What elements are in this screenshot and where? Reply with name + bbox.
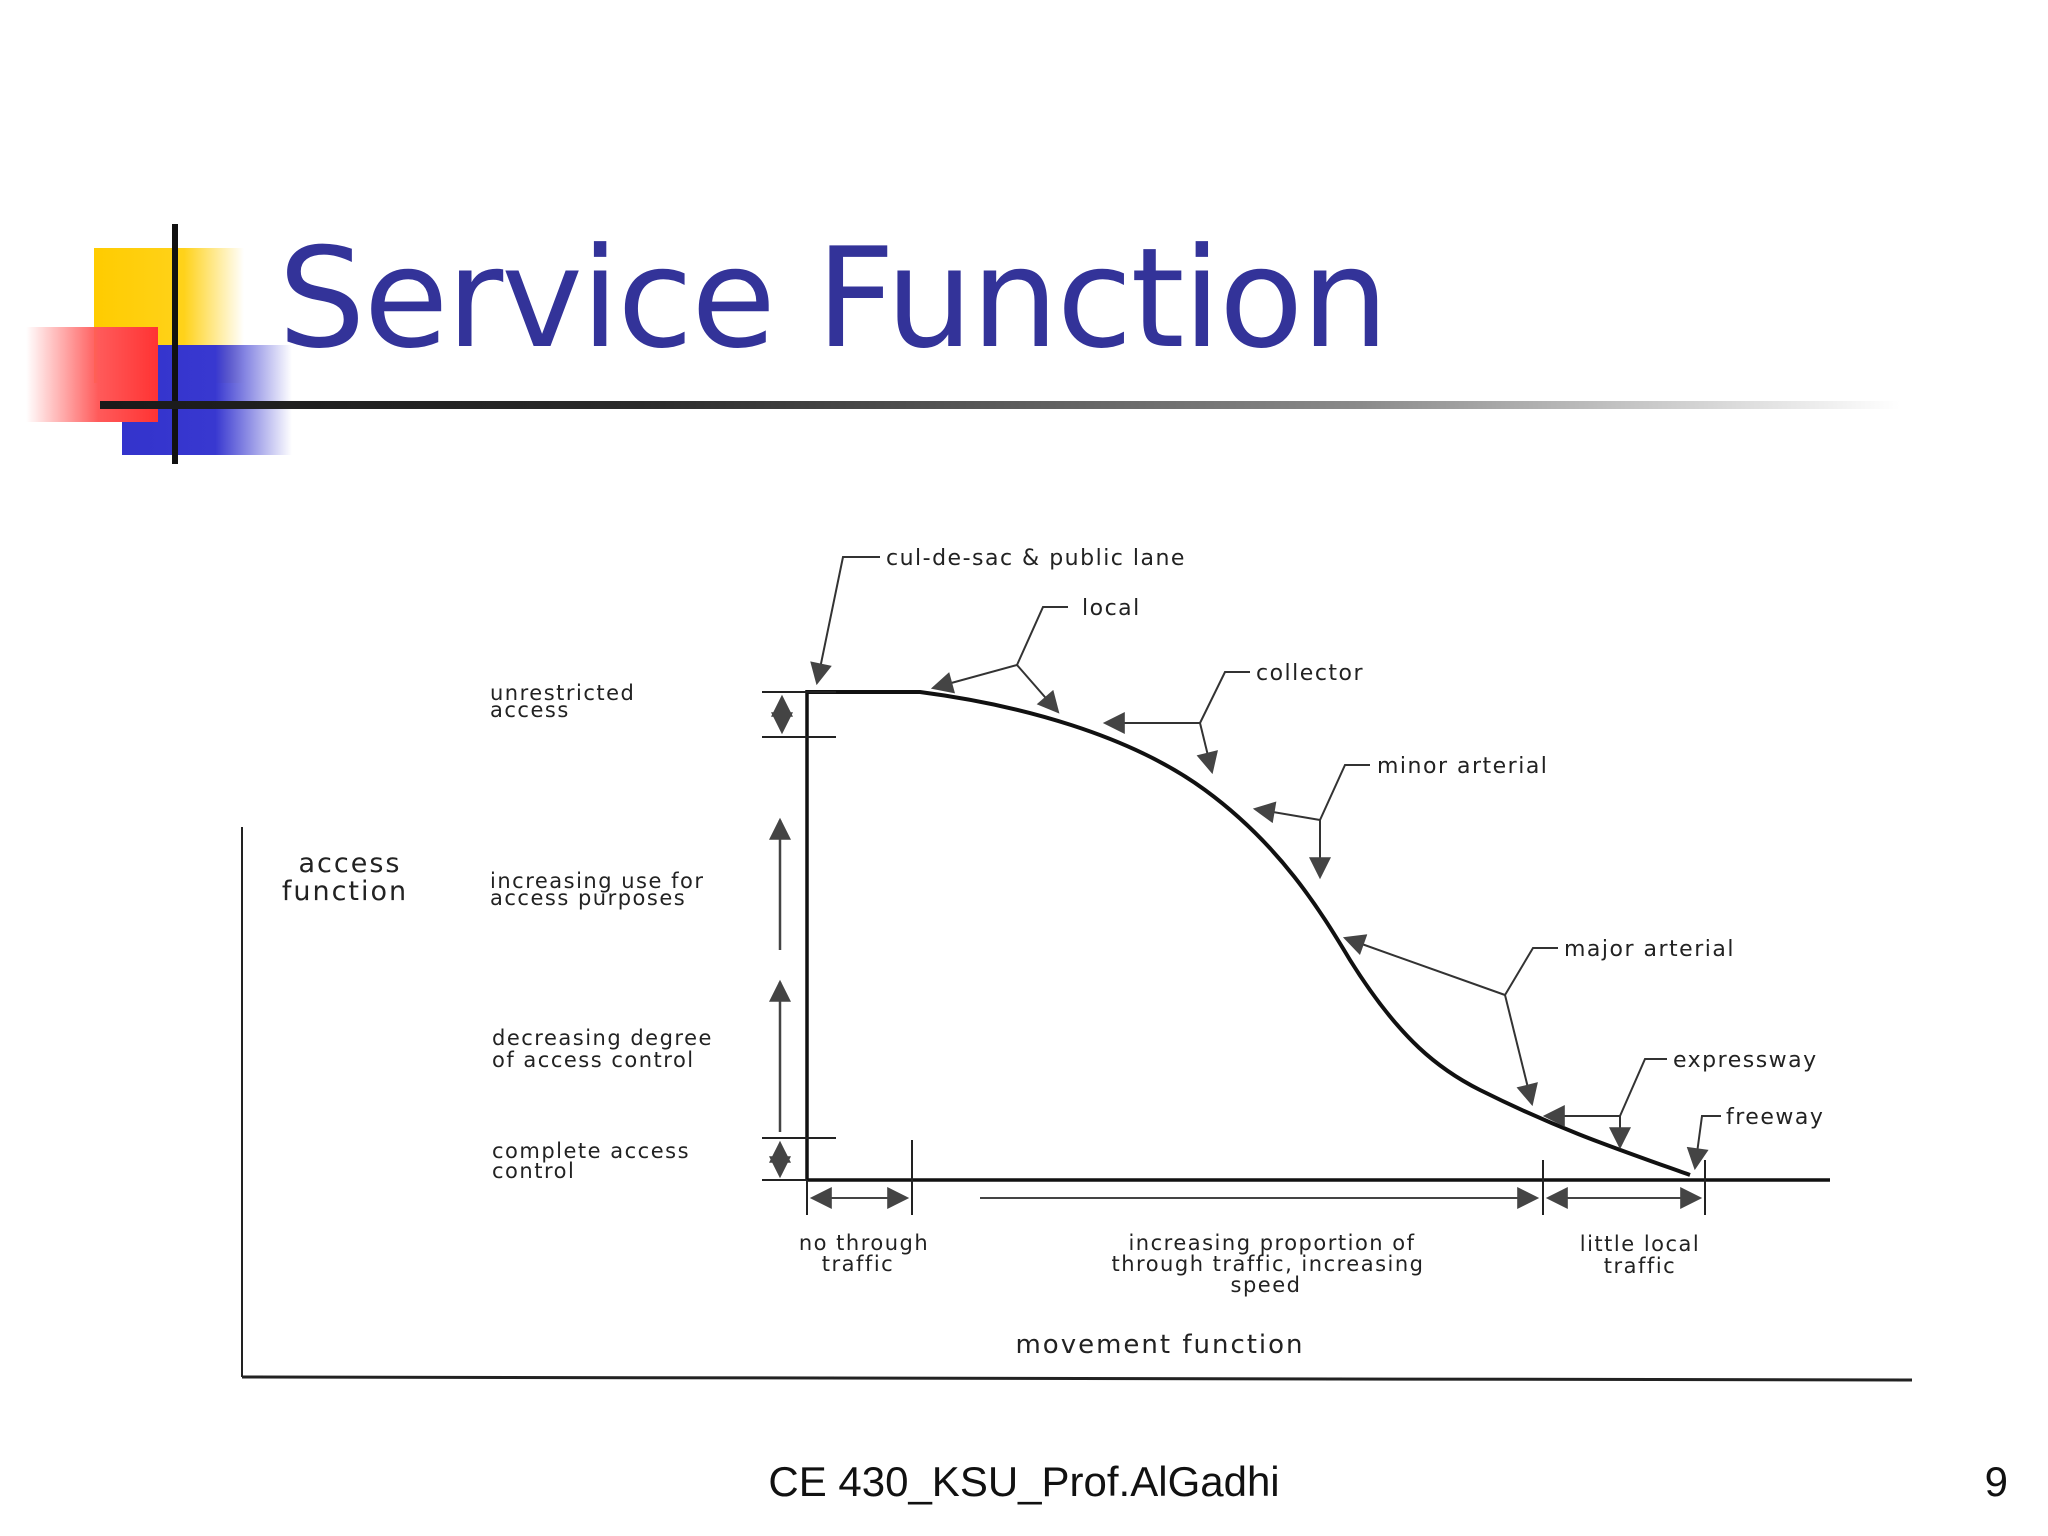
left-axis-ticks [762, 691, 836, 1181]
deco-vertical-line [172, 224, 178, 464]
title-rule [100, 401, 1900, 409]
segment-no-through-line1: no through [799, 1231, 929, 1255]
leader-expressway [1542, 1058, 1667, 1150]
leader-cul-de-sac [810, 556, 880, 686]
segment-little-local-line2: traffic [1604, 1254, 1676, 1278]
level-complete-access-line1: complete access [492, 1139, 690, 1163]
segment-increasing-line2: through traffic, increasing [1111, 1252, 1424, 1276]
footer-course: CE 430_KSU_Prof.AlGadhi [768, 1458, 1280, 1505]
slide-title: Service Function [278, 218, 1389, 379]
movement-function-label: movement function [1015, 1330, 1304, 1360]
level-complete-access-line2: control [492, 1159, 575, 1183]
label-cul-de-sac: cul-de-sac & public lane [886, 546, 1186, 571]
label-local: local [1082, 596, 1141, 621]
level-decreasing-degree-line1: decreasing degree [492, 1026, 713, 1050]
label-minor-arterial: minor arterial [1377, 754, 1548, 779]
label-expressway: expressway [1673, 1048, 1818, 1073]
label-collector: collector [1256, 661, 1364, 686]
label-freeway: freeway [1726, 1105, 1824, 1130]
picture-frame-bottom [241, 1375, 1913, 1382]
label-major-arterial: major arterial [1564, 937, 1735, 962]
segment-little-local-line1: little local [1580, 1232, 1701, 1256]
leader-collector [1102, 671, 1250, 775]
leader-minor-arterial [1252, 764, 1370, 880]
level-unrestricted-line1: unrestricted [490, 681, 635, 705]
bottom-axis-ticks [806, 1140, 1706, 1215]
access-function-label-line1: access [299, 848, 402, 879]
service-curve [807, 690, 1691, 1177]
leader-major-arterial [1342, 934, 1558, 1107]
leader-freeway [1686, 1115, 1721, 1171]
level-unrestricted-line2: access [490, 698, 570, 722]
page-number: 9 [1984, 1458, 2008, 1505]
segment-increasing-line1: increasing proportion of [1128, 1231, 1415, 1255]
access-function-label-line2: function [282, 876, 408, 907]
segment-increasing-line3: speed [1231, 1273, 1302, 1297]
leader-local [930, 606, 1068, 714]
level-increasing-use-line2: access purposes [490, 886, 686, 910]
segment-no-through-line2: traffic [822, 1252, 894, 1276]
level-increasing-use-line1: increasing use for [490, 869, 704, 893]
level-decreasing-degree-line2: of access control [492, 1048, 695, 1072]
